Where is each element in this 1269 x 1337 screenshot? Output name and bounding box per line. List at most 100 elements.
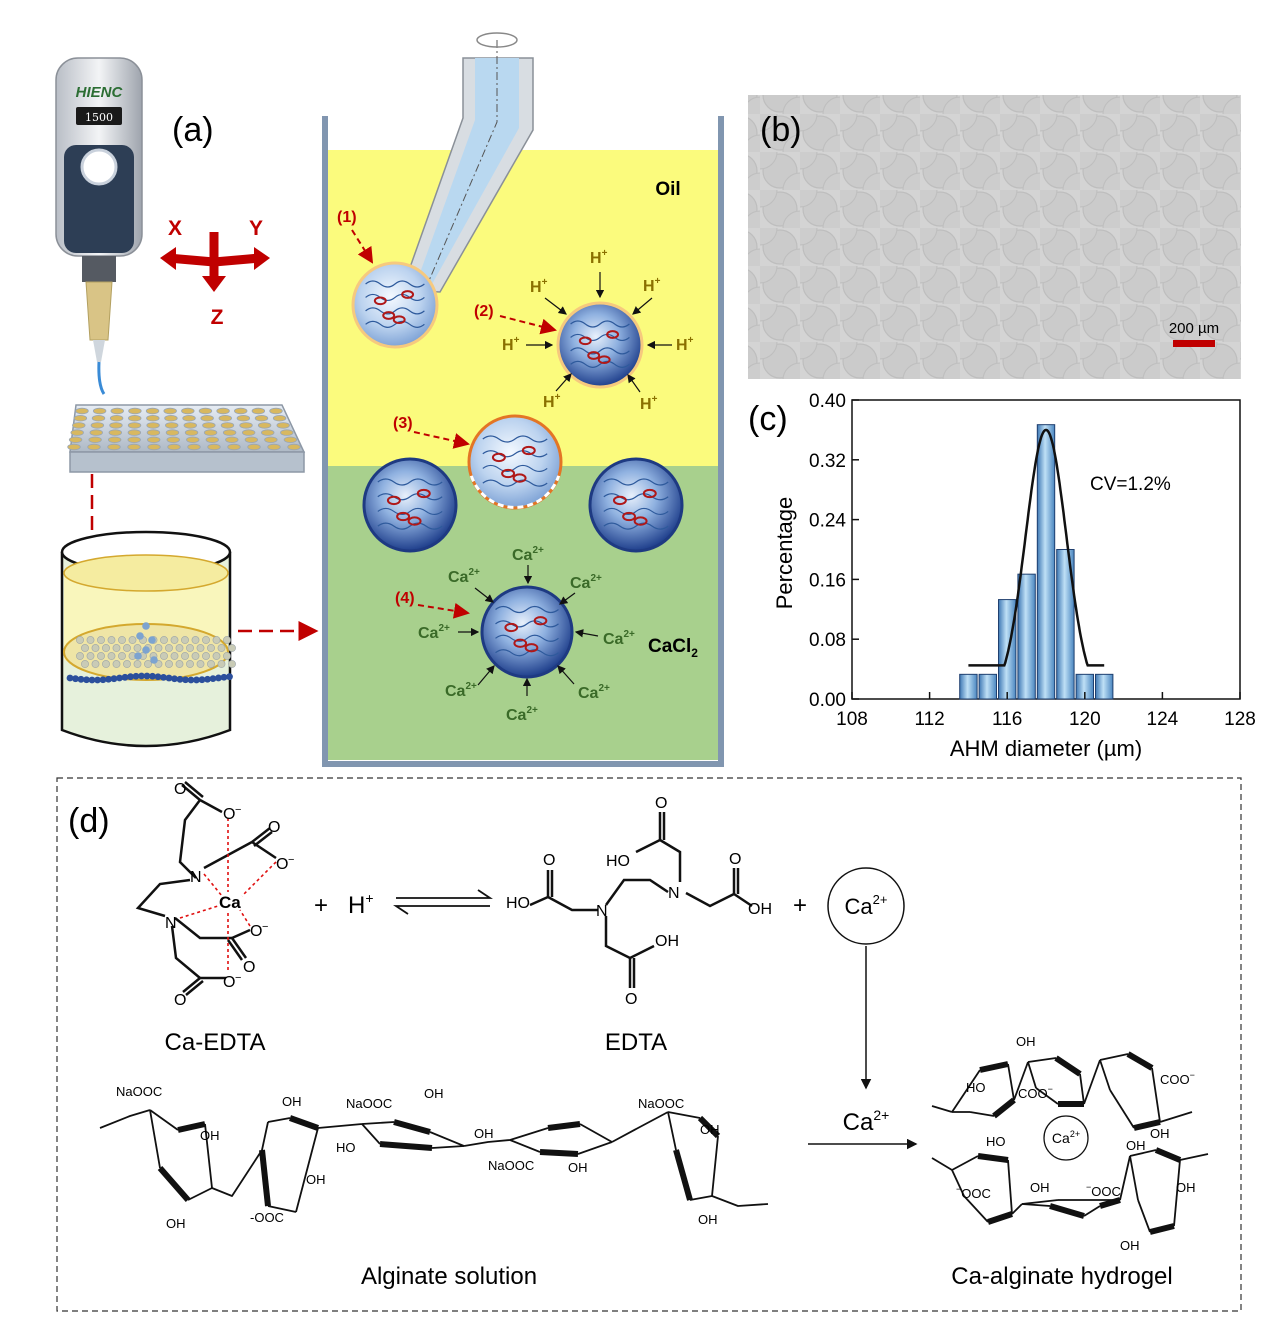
panel-c-label: (c) (748, 400, 788, 438)
svg-text:OH: OH (700, 1122, 720, 1137)
floating-particle (186, 644, 194, 652)
bottom-particle (215, 674, 222, 682)
well (234, 407, 248, 415)
well (220, 422, 235, 429)
well (267, 443, 281, 451)
well (146, 415, 160, 422)
droplet-left-complex (386, 495, 401, 506)
droplet-step2-chain (570, 347, 630, 355)
alginate-ring (509, 1121, 613, 1157)
ion-label: H+ (502, 335, 520, 354)
svg-text:OH: OH (306, 1172, 326, 1187)
bottom-particle (77, 675, 85, 683)
bottom-particle (149, 672, 156, 680)
hydrogel-ring (1021, 1197, 1121, 1219)
hydrogel-ring-bond (977, 1153, 1009, 1163)
floating-particle (212, 652, 221, 660)
hydrogel-ring-bond (992, 1097, 1016, 1119)
calcium-ion: Ca2+ (845, 892, 888, 919)
hydrogel-ring-bond (987, 1211, 1013, 1225)
floating-particle (107, 636, 116, 644)
svg-text:O: O (174, 781, 186, 798)
droplet-step3-chain (482, 435, 548, 443)
hydrogel-ring-bond (951, 1069, 981, 1113)
proton-reactant: H+ (348, 890, 374, 919)
hydrogel-ring-bond (1126, 1051, 1154, 1071)
well (203, 429, 218, 436)
well (89, 429, 103, 436)
collection-beaker (60, 530, 236, 748)
droplet-left-chain (377, 507, 443, 516)
alginate-ring-bond (673, 1149, 693, 1201)
well (222, 429, 237, 436)
hydrogel-ring-bond (1007, 1063, 1015, 1101)
droplet-step4-chain (495, 649, 559, 657)
svg-text:HO: HO (606, 853, 630, 870)
ca-edta-bonds (179, 818, 277, 970)
floating-particle (112, 644, 121, 652)
well (239, 422, 253, 429)
alginate-ring-bond (667, 1111, 677, 1151)
droplet-step1-complex (392, 315, 406, 325)
histogram-bar (1095, 673, 1114, 700)
svg-text:OH: OH (474, 1126, 494, 1141)
glycosidic-link (1011, 1203, 1023, 1215)
well (165, 429, 180, 436)
well (181, 407, 195, 415)
floating-particle (160, 636, 168, 644)
droplet-right-complex (622, 511, 637, 522)
well (251, 407, 266, 415)
svg-text:O: O (250, 923, 262, 940)
droplet-step1-complex (401, 290, 415, 299)
well (187, 443, 201, 451)
svg-text:O: O (276, 856, 288, 873)
floating-particle (207, 644, 215, 652)
hydrogel-ring-bond (1099, 1053, 1129, 1061)
reaction-beaker: Oil CaCl2 (1)(2)(3)(4) H+H+H+H+H+H+H+Ca2… (322, 32, 724, 767)
edta-label: EDTA (605, 1029, 667, 1056)
svg-text:−OOC: −OOC (1086, 1182, 1121, 1199)
droplet-step2-complex (578, 336, 592, 346)
alginate-atoms: NaOOC NaOOC NaOOC NaOOC -OOC OH OH OH OH… (116, 1084, 720, 1231)
droplet-right-complex (612, 495, 627, 506)
panel-a-label: (a) (172, 111, 214, 149)
well-plate (67, 404, 306, 473)
svg-text:O: O (223, 806, 235, 823)
droplet-left-body (362, 457, 458, 553)
svg-text:HO: HO (966, 1080, 986, 1095)
svg-text:−: − (235, 972, 241, 984)
bottom-particle (138, 672, 145, 680)
well (207, 443, 221, 451)
svg-text:OH: OH (200, 1128, 220, 1143)
svg-text:OH: OH (282, 1094, 302, 1109)
alginate-ring-bond (509, 1139, 541, 1153)
alginate-ring-bond (288, 1115, 320, 1131)
glycosidic-link (611, 1111, 669, 1143)
floating-particle (97, 652, 105, 660)
svg-text:-OOC: -OOC (250, 1210, 284, 1225)
ion-arrow-icon (574, 629, 599, 638)
well (200, 415, 214, 422)
well (261, 429, 275, 436)
alginate-ring-bond (379, 1141, 433, 1151)
bottom-particle (209, 675, 217, 683)
droplet-left-complex (396, 511, 411, 522)
alginate-label: Alginate solution (361, 1263, 537, 1290)
bottom-particle (66, 674, 74, 682)
droplet-step1-chain (365, 320, 425, 328)
x-tick-label: 128 (1224, 709, 1256, 730)
droplet-right-complex (633, 516, 648, 526)
svg-text:OH: OH (424, 1086, 444, 1101)
alginate-ring-bond (429, 1131, 465, 1147)
alginate-ring-bond (187, 1187, 213, 1201)
hydrogel-ring-bond (1149, 1223, 1175, 1235)
droplet-step3-chain (482, 450, 548, 458)
droplet-step1-complex (373, 296, 387, 306)
droplet-right-body (588, 457, 684, 553)
svg-text:O: O (268, 819, 280, 836)
glycosidic-link (463, 1139, 511, 1147)
floating-particle (170, 652, 179, 660)
droplet-step1-body (351, 261, 439, 349)
ion-label: H+ (530, 277, 548, 296)
bottom-particle (176, 675, 184, 683)
